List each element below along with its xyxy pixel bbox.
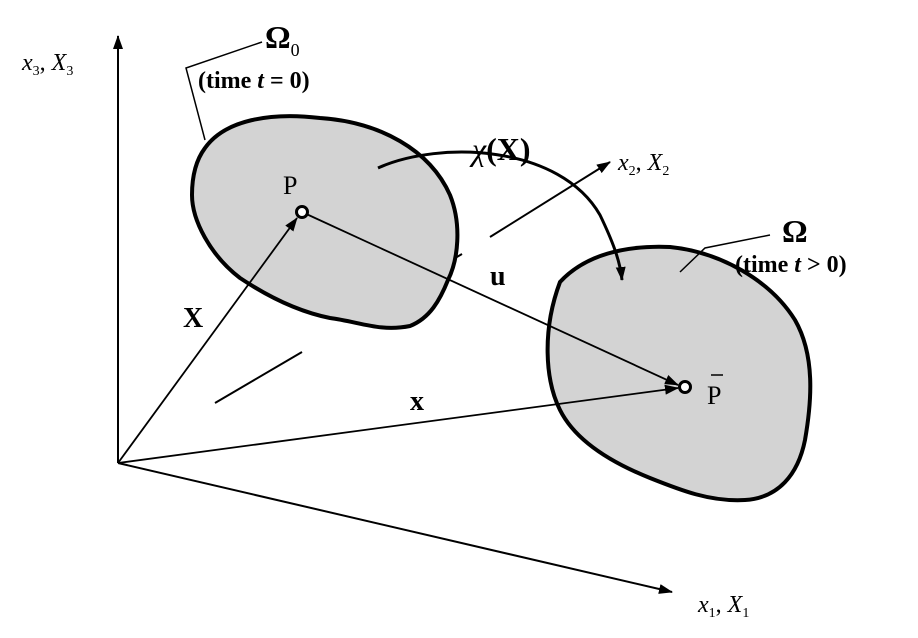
vector-X xyxy=(117,217,298,464)
omega0-label: Ω0 xyxy=(265,19,300,60)
vector-u xyxy=(301,211,679,386)
point-Pbar-marker xyxy=(678,380,692,394)
svg-text:P: P xyxy=(707,381,721,410)
omega-caption: (time t > 0) xyxy=(735,252,847,278)
current-body-region xyxy=(545,244,813,503)
mapping-label: χ(X) xyxy=(469,131,531,167)
mapping-arrow xyxy=(377,150,626,281)
vector-X-label: X xyxy=(183,303,203,334)
x3-axis-label: x3, X3 xyxy=(21,50,73,79)
x1-axis-label: x1, X1 xyxy=(697,592,749,621)
omega-leader xyxy=(679,234,771,273)
omega0-leader xyxy=(185,41,263,141)
point-Pbar-label: P xyxy=(707,374,723,410)
x1-axis xyxy=(117,462,673,594)
vector-x-label: x xyxy=(410,386,424,417)
point-P-marker xyxy=(295,205,309,219)
omega0-caption: (time t = 0) xyxy=(198,68,310,94)
omega-label: Ω xyxy=(782,213,808,249)
vector-u-label: u xyxy=(490,261,506,292)
x2-axis-label: x2, X2 xyxy=(617,150,669,179)
point-P-label: P xyxy=(283,171,297,200)
vector-x xyxy=(117,384,679,464)
